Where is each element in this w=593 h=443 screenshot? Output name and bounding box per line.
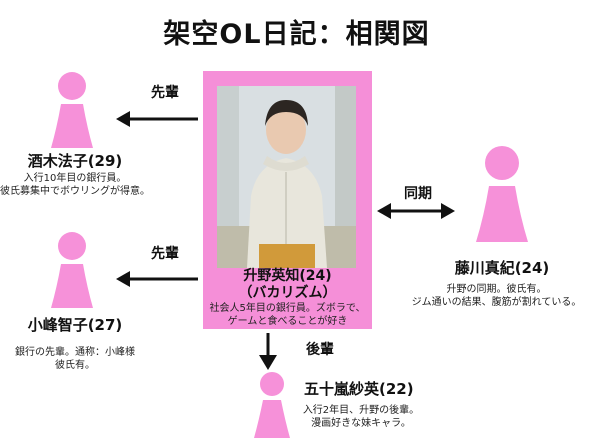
center-desc-line2: ゲームと食べることが好き — [227, 316, 348, 327]
arrow-left-icon — [116, 271, 198, 287]
double-arrow-icon — [377, 203, 455, 219]
arrow-down-icon — [259, 333, 277, 370]
person-silhouette-icon — [476, 146, 528, 242]
page-title: 架空OL日記：相関図 — [163, 19, 430, 50]
portrait-illustration — [217, 86, 356, 268]
center-name: 升野英知(24) — [243, 268, 332, 284]
portrait-photo — [217, 86, 356, 268]
relation-label-fujikawa: 同期 — [404, 186, 432, 202]
person-name-komine: 小峰智子(27) — [27, 316, 123, 334]
person-desc-komine-2: 彼氏有。 — [55, 360, 95, 371]
person-desc-fujikawa-2: ジム通いの結果、腹筋が割れている。 — [411, 297, 582, 308]
person-desc-isoragi-1: 入行2年目、升野の後輩。 — [302, 405, 420, 416]
person-desc-sakaki-2: 彼氏募集中でボウリングが得意。 — [0, 186, 150, 197]
center-desc-line1: 社会人5年目の銀行員。ズボラで、 — [209, 303, 366, 314]
person-silhouette-icon — [254, 372, 290, 438]
person-desc-isoragi-2: 漫画好きな妹キャラ。 — [311, 418, 411, 429]
person-silhouette-icon — [51, 72, 93, 148]
person-name-sakaki: 酒木法子(29) — [27, 152, 123, 170]
person-silhouette-icon — [51, 232, 93, 308]
person-desc-fujikawa-1: 升野の同期。彼氏有。 — [446, 284, 547, 295]
relation-label-komine: 先輩 — [151, 246, 179, 262]
person-desc-komine-1: 銀行の先輩。通称：小峰様 — [15, 347, 135, 358]
arrow-left-icon — [116, 111, 198, 127]
relation-label-isoragi: 後輩 — [306, 342, 334, 358]
relation-label-sakaki: 先輩 — [151, 85, 179, 101]
person-desc-sakaki-1: 入行10年目の銀行員。 — [23, 173, 127, 184]
center-alias: （バカリズム） — [238, 285, 337, 301]
person-name-fujikawa: 藤川真紀(24) — [454, 259, 550, 277]
person-name-isoragi: 五十嵐紗英(22) — [304, 380, 414, 398]
